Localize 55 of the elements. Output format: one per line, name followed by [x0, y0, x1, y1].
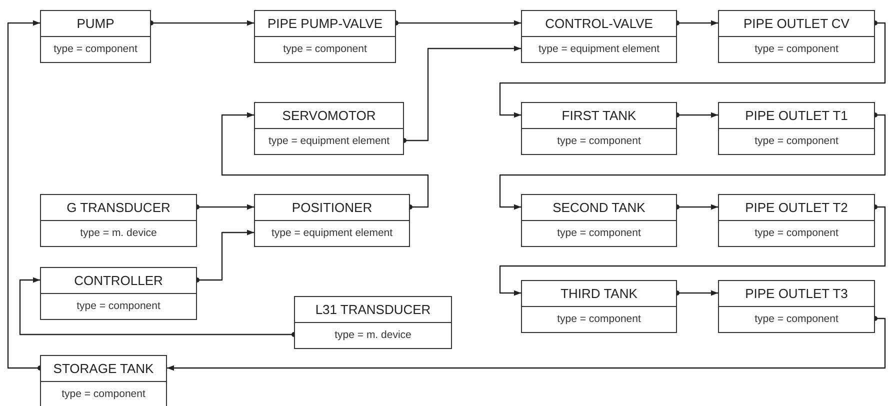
class-box — [40, 194, 197, 247]
class-box — [521, 194, 677, 247]
class-name: PIPE PUMP-VALVE — [267, 14, 383, 33]
class-box — [718, 10, 875, 63]
class-box — [521, 10, 677, 63]
class-name: PIPE OUTLET T1 — [745, 106, 848, 125]
class-attribute: type = component — [62, 386, 146, 402]
class-box — [40, 355, 167, 406]
class-attribute: type = component — [754, 134, 838, 149]
class-attribute: type = equipment element — [268, 134, 390, 149]
class-box — [40, 267, 197, 320]
class-name: FIRST TANK — [562, 106, 636, 125]
class-box — [40, 10, 151, 63]
class-name: SECOND TANK — [552, 198, 646, 217]
class-box — [254, 194, 410, 247]
arrow — [19, 277, 296, 337]
class-attribute: type = m. device — [334, 328, 412, 343]
class-attribute: type = component — [557, 312, 641, 327]
class-name: PIPE OUTLET T2 — [745, 198, 848, 217]
class-attribute: type = component — [754, 42, 838, 57]
arrow — [167, 316, 886, 371]
class-name: G TRANSDUCER — [66, 198, 170, 217]
arrow — [499, 204, 886, 296]
class-attribute: type = component — [754, 226, 838, 241]
class-attribute: type = equipment element — [538, 42, 660, 57]
class-attribute: type = component — [557, 226, 641, 241]
class-name: PUMP — [76, 14, 114, 33]
arrow — [221, 112, 429, 210]
arrow — [499, 112, 886, 210]
class-box — [294, 296, 452, 349]
class-box — [718, 102, 875, 155]
class-name: CONTROLLER — [74, 272, 163, 290]
class-attribute: type = component — [76, 298, 160, 314]
class-attribute: type = m. device — [80, 226, 157, 241]
class-name: CONTROL-VALVE — [545, 14, 653, 33]
class-box — [254, 102, 404, 155]
class-name: POSITIONER — [292, 198, 372, 217]
class-attribute: type = component — [754, 312, 838, 327]
class-box — [254, 10, 396, 63]
arrow — [7, 20, 42, 370]
class-attribute: type = component — [283, 42, 367, 57]
class-attribute: type = component — [557, 134, 641, 149]
class-name: PIPE OUTLET CV — [744, 14, 850, 33]
class-box — [521, 280, 677, 333]
arrow — [499, 20, 886, 118]
class-name: THIRD TANK — [560, 284, 638, 303]
class-attribute: type = equipment element — [271, 226, 393, 241]
class-name: PIPE OUTLET T3 — [745, 284, 848, 303]
class-name: STORAGE TANK — [53, 360, 154, 378]
class-attribute: type = component — [54, 42, 138, 57]
class-box — [718, 194, 875, 247]
class-box — [718, 280, 875, 333]
class-box — [521, 102, 677, 155]
class-name: SERVOMOTOR — [282, 106, 376, 125]
class-name: L31 TRANSDUCER — [315, 300, 431, 319]
